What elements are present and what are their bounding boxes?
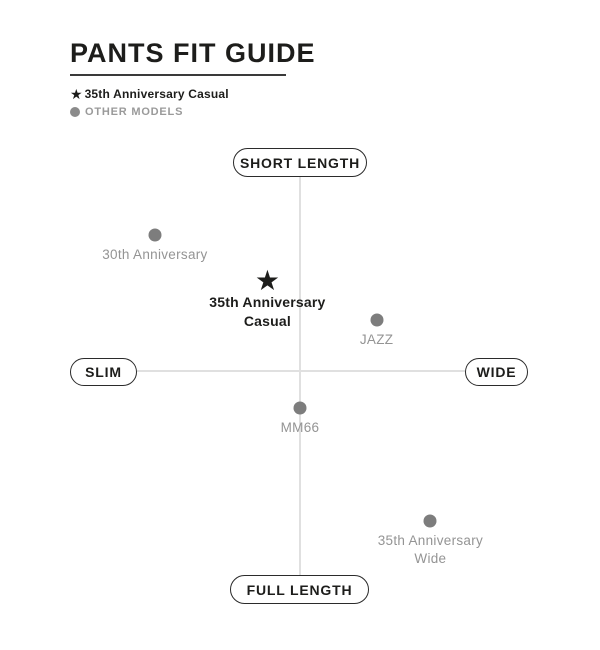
dot-icon	[70, 106, 80, 117]
star-marker-35th-anniversary-casual: ★	[254, 265, 280, 297]
axis-label-slim: SLIM	[70, 358, 137, 386]
dot-marker-35th-anniversary-wide	[423, 514, 437, 528]
dot-marker-mm66	[293, 401, 307, 415]
legend-star-label: 35th Anniversary Casual	[84, 86, 229, 101]
dot-marker-jazz	[370, 313, 384, 327]
title-underline	[70, 74, 286, 76]
legend: ★ 35th Anniversary Casual OTHER MODELS	[70, 86, 229, 122]
legend-other-label: OTHER MODELS	[85, 105, 184, 118]
page-title: PANTS FIT GUIDE	[70, 38, 316, 68]
axis-label-short-length: SHORT LENGTH	[233, 148, 367, 177]
dot-marker-30th-anniversary	[148, 228, 162, 242]
horizontal-axis-line	[137, 370, 465, 372]
point-label-jazz: JAZZ	[359, 331, 394, 347]
point-label-mm66: MM66	[280, 420, 320, 436]
vertical-axis-line	[299, 177, 301, 575]
legend-item-star: ★ 35th Anniversary Casual	[70, 86, 229, 101]
star-icon: ★	[70, 85, 83, 102]
axis-label-full-length: FULL LENGTH	[230, 575, 369, 604]
axis-label-wide: WIDE	[465, 358, 528, 386]
point-label-30th-anniversary: 30th Anniversary	[102, 247, 208, 263]
legend-item-other: OTHER MODELS	[70, 104, 229, 119]
